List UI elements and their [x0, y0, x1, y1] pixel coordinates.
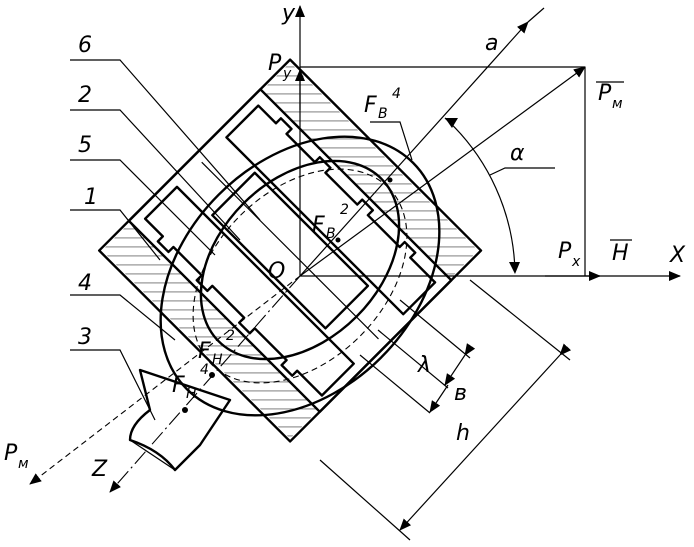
leader-6 — [70, 59, 261, 221]
px-label: P — [558, 239, 572, 264]
h-upper-label: H — [612, 241, 629, 266]
fb4-sub: B — [378, 106, 388, 122]
shaft-upper — [225, 104, 437, 316]
a-axis-label: a — [485, 31, 498, 56]
housing-cavity — [127, 88, 453, 413]
pm-line — [29, 275, 301, 485]
py-sub: y — [282, 66, 292, 82]
alpha-label: α — [510, 141, 525, 166]
fb4-sup: 4 — [392, 86, 401, 102]
fb2-sup: 2 — [340, 202, 349, 218]
z-axis-label: Z — [91, 457, 108, 482]
dim-h-ext-bot — [319, 459, 411, 541]
dim-h-ext-top — [469, 279, 571, 361]
fb4-point — [387, 177, 393, 183]
housing — [97, 58, 483, 443]
part-5-label: 5 — [78, 133, 92, 158]
part-1-label: 1 — [84, 185, 98, 210]
part-6-label: 6 — [78, 33, 92, 58]
shaft-part3-edge — [129, 439, 176, 471]
pm-bottom-sub: м — [18, 456, 29, 472]
part-3-label: 3 — [78, 325, 92, 350]
pm-top-sub: м — [612, 96, 623, 112]
fh2-sub: H — [212, 352, 223, 368]
leader-fb4 — [370, 121, 413, 161]
y-axis-label: y — [281, 1, 296, 26]
a-axis — [299, 21, 529, 277]
roller-ellipse-outer — [159, 135, 441, 417]
x-axis-label: X — [669, 243, 686, 268]
z-axis — [109, 275, 301, 493]
part-4-label: 4 — [78, 271, 92, 296]
alpha-arrow-top — [445, 118, 458, 128]
fh4-sub: H — [186, 386, 197, 402]
py-label: P — [268, 51, 282, 76]
shaft-lower — [143, 185, 355, 397]
pm-top-label: P — [598, 81, 612, 106]
leader-alpha — [489, 167, 555, 176]
dim-ext-1 — [399, 299, 471, 359]
h-dim-label: h — [456, 421, 470, 446]
roller-ellipse-inner — [199, 159, 401, 361]
part-2-label: 2 — [78, 83, 92, 108]
pm-vector — [299, 66, 586, 277]
leader-3 — [70, 349, 156, 421]
fh4-point — [182, 407, 188, 413]
alpha-arc — [444, 117, 516, 273]
center-line — [201, 161, 379, 340]
dim-b — [429, 384, 449, 413]
fb4-label: F — [364, 93, 377, 118]
fh2-label: F — [198, 339, 211, 364]
leader-1 — [70, 209, 161, 261]
dim-h — [399, 343, 572, 531]
leader-2 — [70, 109, 241, 241]
leader-5 — [70, 159, 216, 256]
alpha-arrow-bottom — [509, 262, 520, 274]
shaft-part3 — [128, 368, 232, 472]
lambda-label: λ — [417, 353, 431, 378]
fh4-sup: 4 — [200, 362, 209, 378]
fh2-point — [209, 372, 215, 378]
origin-label: O — [268, 259, 285, 284]
fb2-label: F — [312, 213, 325, 238]
a-axis-extension — [527, 7, 545, 23]
fh2-sup: 2 — [226, 328, 235, 344]
leader-4 — [70, 294, 176, 341]
px-sub: x — [571, 254, 581, 270]
b-label: в — [454, 381, 467, 406]
fb2-point — [335, 237, 341, 243]
fh4-label: F — [172, 373, 185, 398]
pm-bottom-label: P — [4, 441, 18, 466]
fb2-sub: B — [326, 226, 336, 242]
